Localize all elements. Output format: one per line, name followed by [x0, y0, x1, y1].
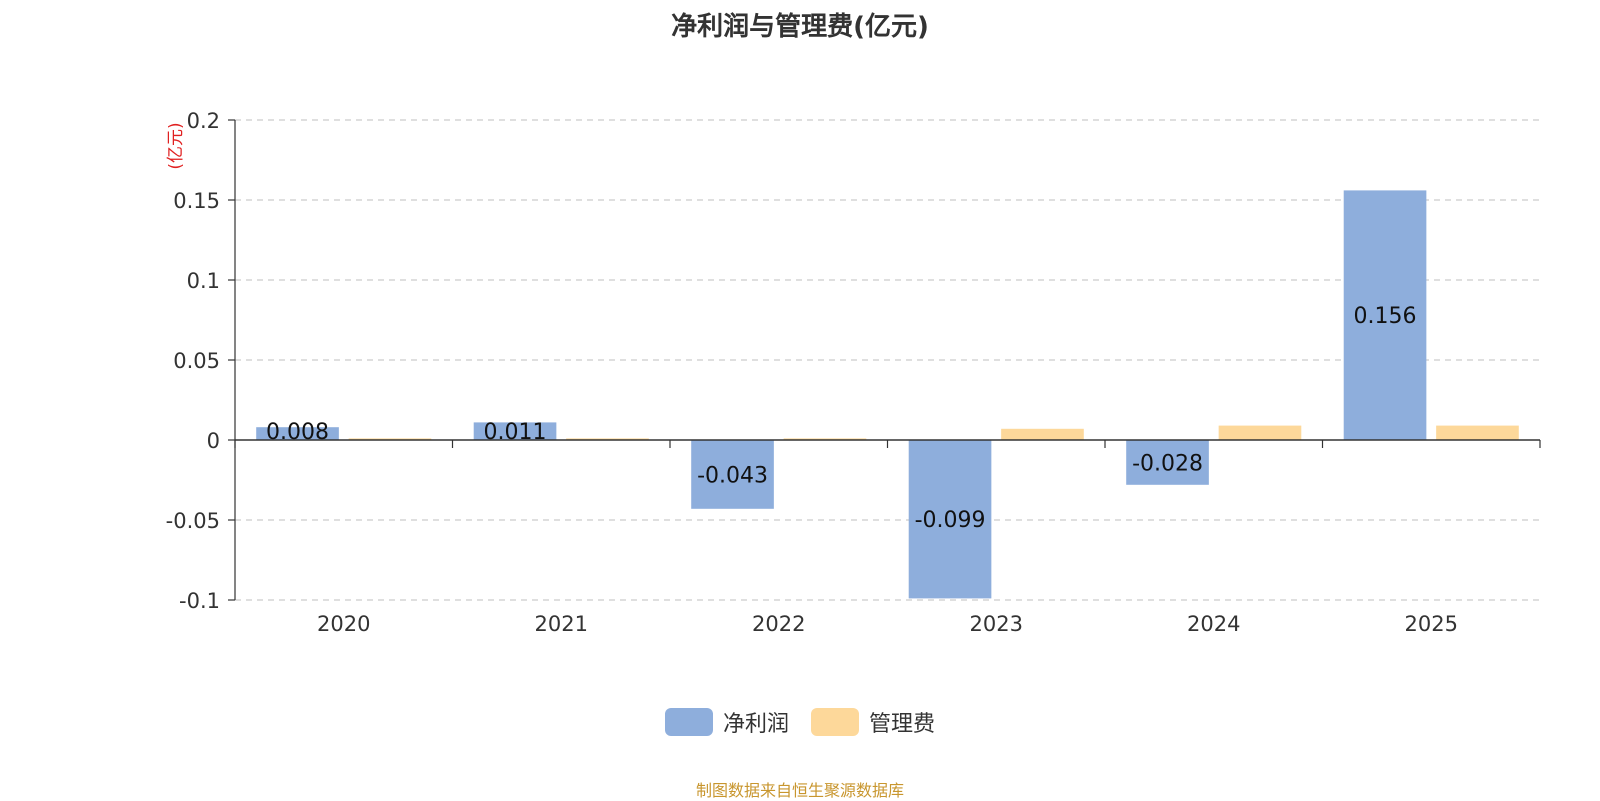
- net-profit-bar: [908, 440, 992, 599]
- y-tick-label: -0.05: [166, 509, 220, 533]
- net-profit-data-label: 0.156: [1354, 304, 1417, 329]
- net-profit-bar: [1343, 190, 1427, 440]
- x-tick-label: 2021: [535, 612, 588, 636]
- x-tick-label: 2024: [1187, 612, 1240, 636]
- y-tick-label: -0.1: [179, 589, 220, 613]
- legend-item-admin-expense[interactable]: 管理费: [811, 706, 935, 738]
- source-note: 制图数据来自恒生聚源数据库: [695, 781, 904, 800]
- x-tick-label: 2025: [1405, 612, 1458, 636]
- admin-expense-bar: [783, 438, 867, 440]
- net-profit-bar: [473, 422, 557, 440]
- legend-label-admin-expense: 管理费: [869, 712, 936, 737]
- net-profit-data-label: -0.028: [1132, 451, 1203, 476]
- y-tick-label: 0.15: [173, 189, 220, 213]
- y-tick-label: 0.2: [187, 109, 220, 133]
- admin-expense-bar: [348, 438, 432, 440]
- chart-title: 净利润与管理费(亿元): [671, 12, 929, 42]
- y-axis-label: (亿元): [166, 122, 186, 169]
- net-profit-data-label: 0.011: [484, 420, 547, 445]
- x-tick-label: 2022: [752, 612, 805, 636]
- admin-expense-bar: [566, 438, 649, 440]
- legend-swatch-net-profit: [664, 708, 713, 736]
- net-profit-data-label: -0.043: [697, 463, 768, 488]
- x-tick-label: 2020: [317, 612, 370, 636]
- y-tick-label: 0.1: [187, 269, 220, 293]
- admin-expense-bar: [1001, 428, 1084, 440]
- net-profit-data-label: -0.099: [915, 508, 986, 533]
- admin-expense-bar: [1218, 425, 1302, 440]
- x-tick-label: 2023: [970, 612, 1023, 636]
- net-profit-data-label: 0.008: [266, 420, 329, 445]
- legend: 净利润 管理费: [0, 706, 1600, 738]
- net-profit-bar: [1126, 440, 1209, 485]
- y-tick-label: 0: [207, 429, 220, 453]
- y-tick-label: 0.05: [173, 349, 220, 373]
- net-profit-bar: [256, 427, 339, 440]
- legend-item-net-profit[interactable]: 净利润: [664, 706, 789, 738]
- admin-expense-bar: [1436, 425, 1519, 440]
- legend-swatch-admin-expense: [811, 708, 859, 736]
- net-profit-bar: [691, 440, 774, 509]
- legend-label-net-profit: 净利润: [722, 712, 789, 737]
